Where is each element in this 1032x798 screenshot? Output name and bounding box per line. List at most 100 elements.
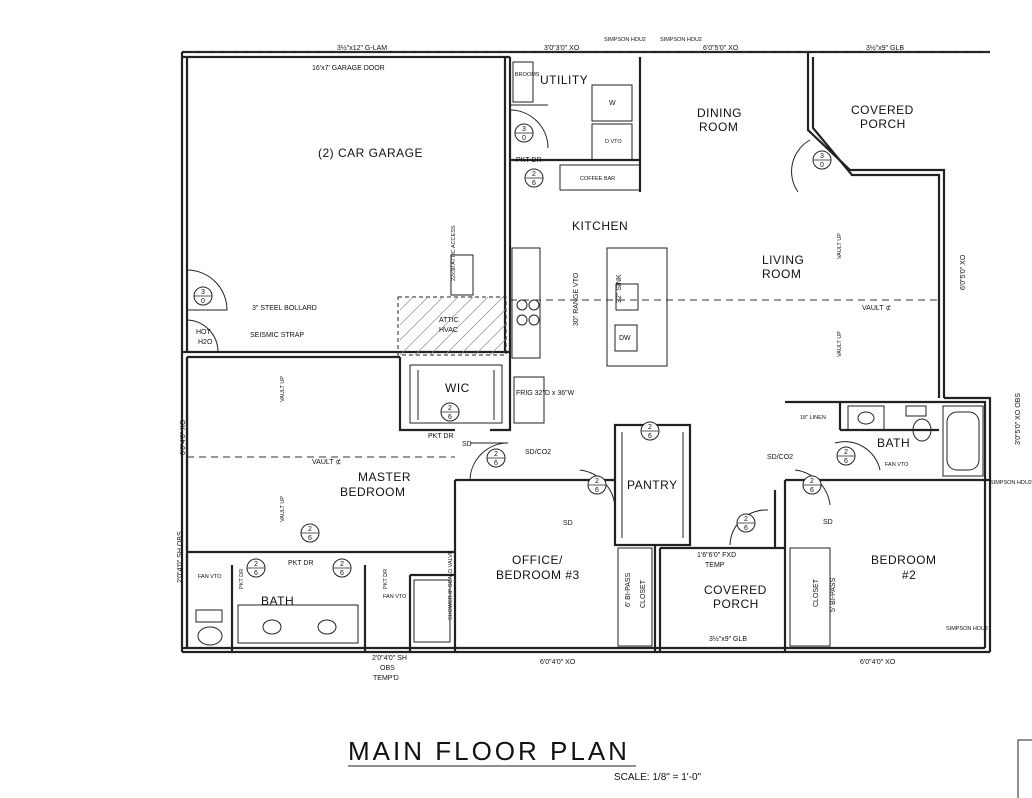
svg-text:2: 2 (340, 561, 344, 568)
svg-text:2: 2 (844, 449, 848, 456)
right-window: 6'0"5'0" XO (960, 254, 967, 290)
svg-text:6: 6 (648, 433, 652, 440)
svg-text:0: 0 (820, 162, 824, 169)
closet-2: CLOSET (813, 578, 820, 607)
svg-text:3: 3 (201, 289, 205, 296)
washer-label: W (609, 100, 616, 107)
svg-text:6: 6 (448, 414, 452, 421)
svg-text:2: 2 (648, 424, 652, 431)
office-label-2: BEDROOM #3 (496, 568, 580, 582)
top-window-1: 3'0"3'0" XO (544, 45, 580, 52)
pantry-label: PANTRY (627, 478, 678, 492)
bottom-window-1: 6'0"4'0" XO (540, 659, 576, 666)
door-mark: 26 (300, 523, 320, 543)
glb-bottom: 3½"x9" GLB (709, 635, 747, 643)
fan-vto-1: FAN VTO (198, 574, 222, 580)
svg-text:0: 0 (522, 135, 526, 142)
door-mark: 26 (802, 475, 822, 495)
vault-label-1: VAULT ⊄ (862, 304, 891, 312)
simpson-1: SIMPSON HDU2 (604, 37, 646, 43)
shower-note: SHOWER 8" SCALD VALVE (448, 550, 454, 620)
bottom-sh-1: 2'0"4'0" SH (372, 655, 407, 662)
porch-bottom-label-1: COVERED (704, 583, 767, 597)
sd-co2-2: SD/CO2 (767, 454, 793, 461)
utility-label: UTILITY (540, 73, 588, 87)
svg-text:6: 6 (254, 570, 258, 577)
sink-note: 32" SINK (616, 274, 623, 303)
dryer-label: D VTO (605, 139, 622, 145)
svg-text:6: 6 (494, 460, 498, 467)
bottom-sh-2: OBS (380, 665, 395, 672)
svg-text:6: 6 (810, 487, 814, 494)
svg-text:3: 3 (820, 153, 824, 160)
garage-door-note: 16'x7' GARAGE DOOR (312, 65, 385, 72)
living-label-2: ROOM (762, 267, 801, 281)
sd-co2-1: SD/CO2 (525, 449, 551, 456)
dining-label-2: ROOM (699, 120, 738, 134)
plan-notes: 3½"x12" G-LAM 16'x7' GARAGE DOOR 3'0"3'0… (177, 37, 1032, 682)
fan-vto-2: FAN VTO (383, 594, 407, 600)
plan-title: MAIN FLOOR PLAN (348, 736, 630, 766)
bottom-window-2: 6'0"4'0" XO (860, 659, 896, 666)
attic-access-note: 22x30 ATTIC ACCESS (451, 225, 457, 281)
svg-text:6: 6 (595, 487, 599, 494)
seismic-note: SEISMIC STRAP (250, 332, 304, 339)
door-mark: 26 (587, 475, 607, 495)
bipass-1: 6' BI-PASS (625, 572, 632, 607)
pkt-dr-master: PKT DR (288, 560, 314, 567)
svg-text:2: 2 (810, 478, 814, 485)
svg-text:6: 6 (308, 535, 312, 542)
svg-text:2: 2 (254, 561, 258, 568)
door-mark: 26 (332, 558, 352, 578)
glam-note: 3½"x12" G-LAM (337, 44, 387, 52)
range-note: 30" RANGE VTO (573, 272, 580, 326)
room-labels: (2) CAR GARAGE UTILITY DINING ROOM COVER… (261, 73, 937, 611)
attic-hvac-2: HVAC (439, 327, 458, 334)
brooms-note: BROOMS (515, 72, 540, 78)
garage-label: (2) CAR GARAGE (318, 146, 423, 160)
linen-note: 18" LINEN (800, 415, 826, 421)
simpson-2: SIMPSON HDU2 (660, 37, 702, 43)
hall-bath-label: BATH (877, 436, 910, 450)
glb-top: 3½"x9" GLB (866, 44, 904, 52)
dashed-lines (187, 51, 990, 458)
porch-bottom-label-2: PORCH (713, 597, 759, 611)
sd-1: SD (462, 441, 472, 448)
simpson-4: SIMPSON HDU2 (946, 626, 988, 632)
pkt-dr-wic: PKT DR (428, 433, 454, 440)
simpson-3: SIMPSON HDU2 (990, 480, 1032, 486)
hot-h2o-2: H2O (198, 339, 213, 346)
door-mark: 30 (193, 286, 213, 306)
closet-1: CLOSET (640, 579, 647, 608)
svg-text:6: 6 (844, 458, 848, 465)
vault-label-2: VAULT ⊄ (312, 458, 341, 466)
bottom-sh-3: TEMP'D (373, 675, 399, 682)
door-mark: 26 (736, 513, 756, 533)
door-mark: 26 (246, 558, 266, 578)
fan-vto-3: FAN VTO (885, 462, 909, 468)
dw-note: DW (619, 335, 631, 342)
svg-text:6: 6 (340, 570, 344, 577)
bedroom2-label-1: BEDROOM (871, 553, 937, 567)
coffee-bar-note: COFFEE BAR (580, 176, 615, 182)
left-window: 6'0"4'0" XO (180, 419, 187, 455)
svg-text:6: 6 (744, 525, 748, 532)
svg-text:2: 2 (744, 516, 748, 523)
wic-label: WIC (445, 381, 470, 395)
frig-note: FRIG 32"D x 36"W (516, 390, 575, 397)
pkt-dr-kitchen: PKT DR (516, 157, 542, 164)
svg-text:6: 6 (532, 180, 536, 187)
vault-up-4: VAULT UP (280, 496, 286, 522)
door-marks: 30 30 30 26 26 26 26 26 26 26 26 26 26 2… (193, 123, 856, 578)
door-mark: 26 (486, 448, 506, 468)
pkt-dr-bath-2: PKT DR (383, 569, 389, 589)
title-block: MAIN FLOOR PLAN SCALE: 1/8" = 1'-0" (348, 736, 1032, 798)
porch-top-label-1: COVERED (851, 103, 914, 117)
plan-scale: SCALE: 1/8" = 1'-0" (614, 772, 702, 783)
vault-up-1: VAULT UP (837, 233, 843, 259)
sd-3: SD (823, 519, 833, 526)
porch-top-label-2: PORCH (860, 117, 906, 131)
svg-text:3: 3 (522, 126, 526, 133)
svg-text:2: 2 (494, 451, 498, 458)
